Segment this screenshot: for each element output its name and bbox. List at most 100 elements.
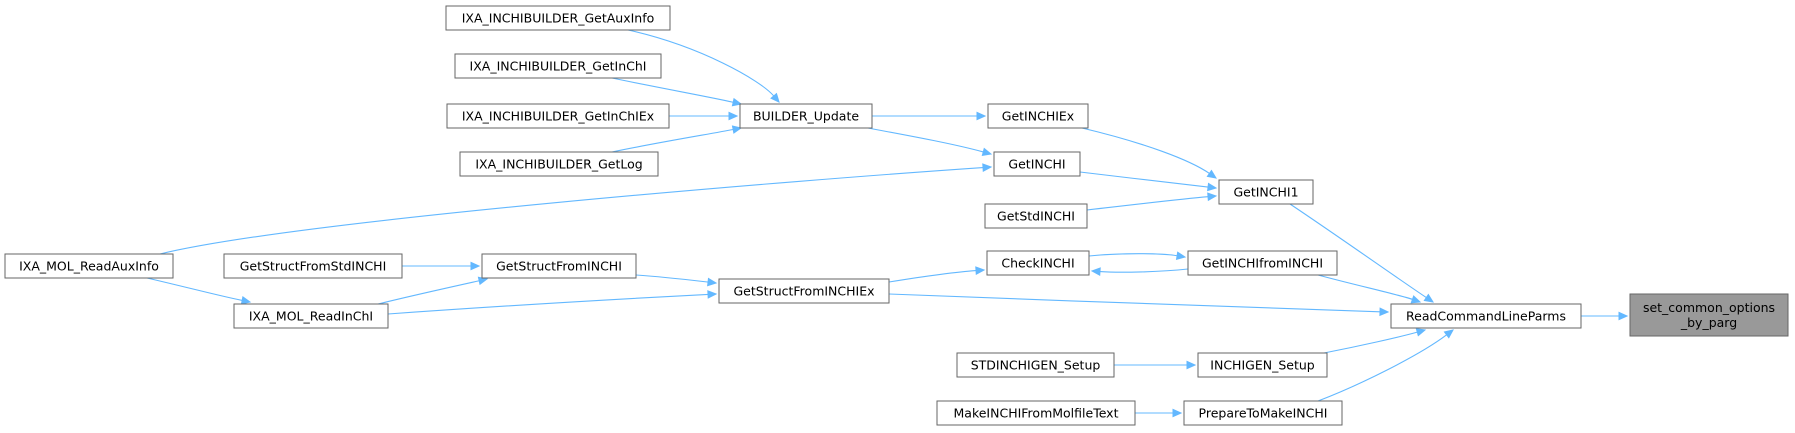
edge-builder-to-getinchi <box>867 127 993 157</box>
node-makemol[interactable]: MakeINCHIFromMolfileText <box>936 400 1136 426</box>
node-label: IXA_INCHIBUILDER_GetAuxInfo <box>462 11 655 26</box>
edge-line <box>146 277 243 301</box>
node-setcommon[interactable]: set_common_options_by_parg <box>1629 293 1789 337</box>
node-ixa-auxinfo[interactable]: IXA_INCHIBUILDER_GetAuxInfo <box>445 5 671 31</box>
node-ixa-readinchi[interactable]: IXA_MOL_ReadInChI <box>233 303 389 329</box>
edge-getinchifrom-to-checkinchi <box>1090 267 1189 276</box>
node-builder[interactable]: BUILDER_Update <box>739 103 873 129</box>
edge-line <box>159 166 984 255</box>
edge-getstruct-to-getstructex <box>635 274 718 287</box>
arrowhead <box>728 111 739 121</box>
edge-getstdinchi-to-getinchi1 <box>1086 192 1218 211</box>
edge-ixa_readaux-to-ixa_readinchi <box>146 277 252 305</box>
node-getinchi[interactable]: GetINCHI <box>993 151 1081 177</box>
edge-ixa_readinchi-to-getstruct <box>377 276 489 305</box>
nodes-layer: set_common_options_by_parg ReadCommandLin… <box>4 5 1789 426</box>
node-label: GetINCHIfromINCHI <box>1202 256 1323 271</box>
arrowhead <box>770 92 780 103</box>
node-label: PrepareToMakeINCHI <box>1199 406 1328 421</box>
edge-line <box>611 77 734 103</box>
edge-checkinchi-to-getinchifrom <box>1088 251 1187 260</box>
node-ixa-log[interactable]: IXA_INCHIBUILDER_GetLog <box>459 151 659 177</box>
edge-getinchi1-to-readcmd <box>1289 203 1435 303</box>
edge-line <box>1099 268 1189 273</box>
node-getstructex[interactable]: GetStructFromINCHIEx <box>718 278 890 304</box>
node-box <box>1218 179 1314 205</box>
node-box <box>987 103 1089 129</box>
node-box <box>1197 352 1328 378</box>
arrowhead <box>1207 192 1218 202</box>
edge-line <box>1086 196 1209 211</box>
edge-getinchi-to-getinchi1 <box>1079 171 1218 192</box>
node-box <box>1187 250 1338 276</box>
node-label: MakeINCHIFromMolfileText <box>954 406 1119 421</box>
node-box <box>739 103 873 129</box>
node-box <box>1390 303 1582 329</box>
node-label: _by_parg <box>1680 315 1737 330</box>
node-box <box>1629 293 1789 337</box>
arrowhead <box>1090 267 1101 276</box>
edge-line <box>627 29 775 97</box>
arrowhead <box>1206 169 1218 179</box>
edge-getstructex-to-checkinchi <box>888 266 986 283</box>
node-box <box>223 253 403 279</box>
node-getinchiex[interactable]: GetINCHIEx <box>987 103 1089 129</box>
node-getstructstd[interactable]: GetStructFromStdINCHI <box>223 253 403 279</box>
node-ixa-inchi[interactable]: IXA_INCHIBUILDER_GetInChI <box>454 53 662 79</box>
node-box <box>4 253 174 279</box>
edge-line <box>1317 274 1413 300</box>
node-box <box>984 203 1088 229</box>
edge-line <box>1088 253 1178 257</box>
arrowhead <box>470 261 481 271</box>
node-prepare[interactable]: PrepareToMakeINCHI <box>1183 400 1343 426</box>
node-label: IXA_INCHIBUILDER_GetInChI <box>470 59 647 74</box>
node-label: ReadCommandLineParms <box>1406 309 1566 324</box>
arrowhead <box>707 277 718 287</box>
node-getstruct[interactable]: GetStructFromINCHI <box>481 253 637 279</box>
node-label: GetINCHIEx <box>1002 109 1074 124</box>
node-box <box>718 278 890 304</box>
edge-ixa_inchiex-to-builder <box>668 111 739 121</box>
arrowhead <box>982 163 993 172</box>
edge-line <box>867 127 984 153</box>
node-getstdinchi[interactable]: GetStdINCHI <box>984 203 1088 229</box>
edge-makemol-to-prepare <box>1134 408 1183 418</box>
node-ixa-inchiex[interactable]: IXA_INCHIBUILDER_GetInChIEx <box>446 103 670 129</box>
node-ixa-readaux[interactable]: IXA_MOL_ReadAuxInfo <box>4 253 174 279</box>
edge-readcmd-to-setcommon <box>1580 311 1629 321</box>
node-box <box>956 352 1115 378</box>
edge-line <box>1317 334 1447 402</box>
edge-line <box>1323 331 1418 354</box>
arrowhead <box>707 290 718 299</box>
node-readcmd[interactable]: ReadCommandLineParms <box>1390 303 1582 329</box>
edge-line <box>1081 127 1210 174</box>
node-label: IXA_MOL_ReadAuxInfo <box>19 259 159 274</box>
node-box <box>936 400 1136 426</box>
node-label: GetINCHI <box>1008 157 1065 172</box>
node-box <box>481 253 637 279</box>
edge-line <box>1289 203 1427 299</box>
edge-getstructstd-to-getstruct <box>402 261 481 271</box>
node-label: set_common_options <box>1643 300 1775 315</box>
edge-line <box>611 128 734 153</box>
node-inchigen[interactable]: INCHIGEN_Setup <box>1197 352 1328 378</box>
node-label: GetINCHI1 <box>1233 185 1298 200</box>
edge-ixa_log-to-builder <box>611 125 743 153</box>
arrowhead <box>976 111 987 121</box>
edge-ixa_auxinfo-to-builder <box>627 29 780 103</box>
arrowhead <box>1410 295 1422 304</box>
node-box <box>986 250 1090 276</box>
edge-getinchifrom-to-readcmd <box>1317 274 1422 304</box>
node-getinchi1[interactable]: GetINCHI1 <box>1218 179 1314 205</box>
node-getinchifrom[interactable]: GetINCHIfromINCHI <box>1187 250 1338 276</box>
arrowhead <box>1175 251 1187 260</box>
node-label: CheckINCHI <box>1001 256 1074 271</box>
node-stdinchigen[interactable]: STDINCHIGEN_Setup <box>956 352 1115 378</box>
edge-getinchiex-to-getinchi1 <box>1081 127 1218 179</box>
node-checkinchi[interactable]: CheckINCHI <box>986 250 1090 276</box>
edge-line <box>888 293 1381 313</box>
node-label: STDINCHIGEN_Setup <box>971 358 1101 373</box>
node-box <box>1183 400 1343 426</box>
node-label: INCHIGEN_Setup <box>1210 358 1314 373</box>
edge-builder-to-getinchiex <box>871 111 987 121</box>
